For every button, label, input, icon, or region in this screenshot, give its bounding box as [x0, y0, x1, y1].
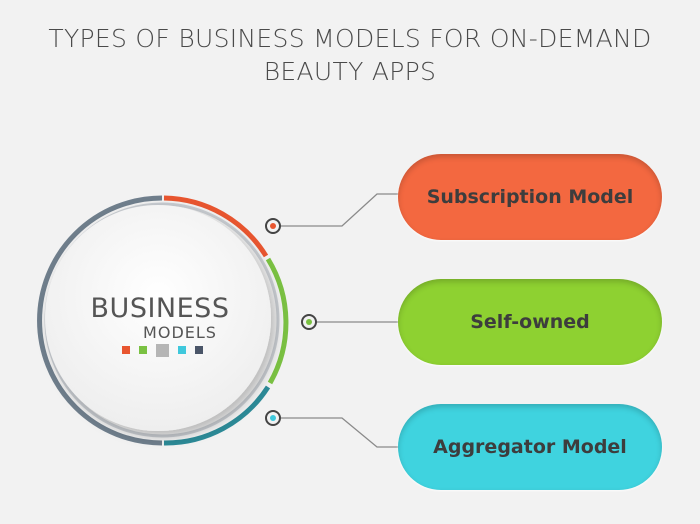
self-owned-label: Self-owned	[470, 311, 590, 333]
color-square	[156, 343, 169, 357]
page-title: TYPES OF BUSINESS MODELS FOR ON-DEMAND B…	[0, 22, 700, 88]
aggregator-model-label: Aggregator Model	[433, 436, 627, 458]
aggregator-model-pill: Aggregator Model	[398, 404, 662, 490]
title-line-1: TYPES OF BUSINESS MODELS FOR ON-DEMAND	[48, 24, 652, 53]
color-square	[122, 346, 130, 354]
title-line-2: BEAUTY APPS	[263, 57, 437, 86]
connector-line-aggregator	[273, 417, 400, 448]
center-label-business: BUSINESS	[90, 293, 230, 324]
color-square	[139, 346, 147, 354]
subscription-model-pill: Subscription Model	[398, 154, 662, 240]
self-owned-pill: Self-owned	[398, 279, 662, 365]
color-square	[195, 346, 203, 354]
center-label-models: MODELS	[143, 323, 217, 342]
color-square	[178, 346, 186, 354]
connector-dot-selfowned	[301, 314, 317, 330]
color-squares	[122, 343, 203, 357]
subscription-model-label: Subscription Model	[426, 186, 634, 208]
ring-segment-teal	[163, 385, 271, 446]
center-label: BUSINESS MODELS	[40, 294, 280, 342]
center-disc	[45, 205, 271, 431]
connector-line-subscription	[273, 193, 400, 227]
ring-segment-orange	[163, 195, 269, 258]
connector-dot-aggregator	[265, 410, 281, 426]
connector-dot-subscription	[265, 218, 281, 234]
ring-segment-green	[265, 257, 289, 385]
ring-segment-gray	[37, 195, 163, 446]
ring	[37, 195, 289, 446]
